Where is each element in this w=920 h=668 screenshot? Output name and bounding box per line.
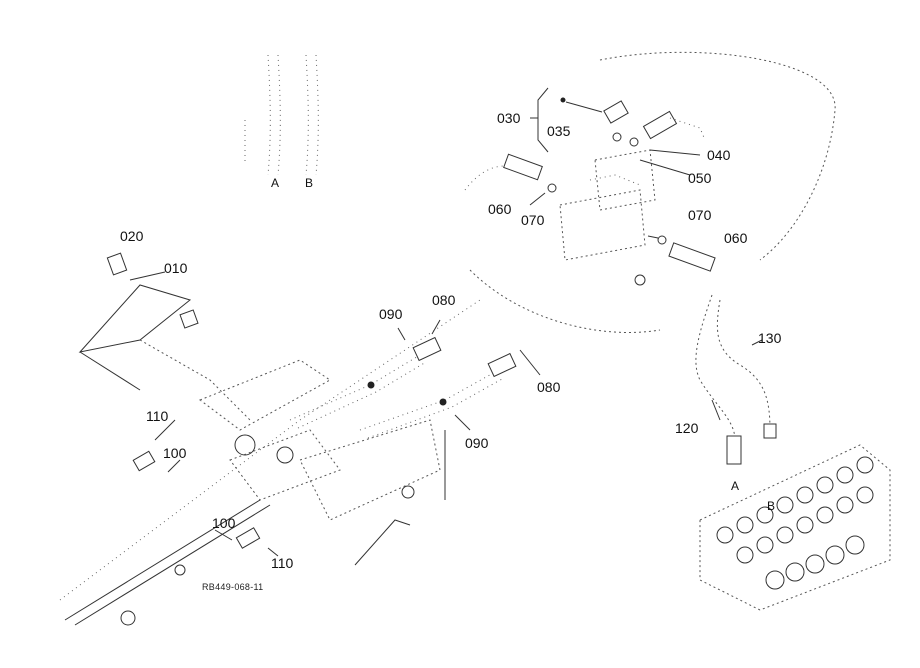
callout-130: 130 bbox=[758, 330, 782, 346]
part-020 bbox=[106, 252, 128, 276]
boom-pin bbox=[401, 485, 415, 499]
leader bbox=[267, 547, 279, 557]
frame-bracket bbox=[139, 339, 251, 421]
fitting-120 bbox=[726, 435, 742, 465]
o-ring-070-left bbox=[547, 183, 557, 193]
leader bbox=[431, 319, 441, 335]
rod-end bbox=[174, 564, 186, 576]
hose-090-upper bbox=[297, 361, 427, 429]
rod-end bbox=[120, 610, 136, 626]
leader bbox=[565, 101, 603, 113]
cylinder-body bbox=[198, 359, 331, 431]
hose-120 bbox=[695, 294, 736, 441]
o-ring-040 bbox=[629, 137, 639, 147]
callout-090-lower: 090 bbox=[465, 435, 489, 451]
group-bracket bbox=[537, 87, 549, 153]
callout-070-left: 070 bbox=[521, 212, 545, 228]
callout-120: 120 bbox=[675, 420, 699, 436]
fitting-110-right bbox=[235, 527, 261, 549]
callout-080-lower: 080 bbox=[537, 379, 561, 395]
hose-a-top bbox=[267, 54, 271, 176]
port-label-a-top: A bbox=[271, 176, 280, 190]
frame-bracket bbox=[79, 351, 141, 391]
callout-035: 035 bbox=[547, 123, 571, 139]
leader bbox=[649, 149, 701, 156]
callout-010: 010 bbox=[164, 260, 188, 276]
callout-100-upper: 100 bbox=[163, 445, 187, 461]
leader bbox=[454, 414, 471, 431]
hose-090-lower bbox=[359, 371, 496, 431]
leader bbox=[639, 159, 691, 176]
callout-100-lower: 100 bbox=[212, 515, 236, 531]
fitting-top bbox=[603, 100, 629, 124]
leader bbox=[129, 271, 166, 281]
o-ring-070-right bbox=[657, 235, 667, 245]
hose-090-upper bbox=[289, 354, 421, 421]
callout-110-lower: 110 bbox=[271, 555, 294, 571]
leader bbox=[711, 399, 721, 421]
boom-arm bbox=[354, 519, 411, 566]
fitting-110-left bbox=[132, 450, 156, 472]
bolt bbox=[634, 274, 646, 286]
valve-block bbox=[589, 174, 641, 186]
hose-090-lower bbox=[367, 378, 503, 439]
hose-a-top bbox=[277, 54, 281, 176]
callout-110-upper: 110 bbox=[146, 408, 169, 424]
hose-b-top bbox=[315, 54, 319, 176]
cylinder-pivot bbox=[234, 434, 256, 456]
o-ring-035 bbox=[612, 132, 622, 142]
fitting-040 bbox=[642, 110, 678, 140]
fitting-130 bbox=[763, 423, 777, 439]
leader bbox=[647, 235, 659, 239]
port-label-a-valve: A bbox=[731, 479, 740, 493]
phantom-outline bbox=[599, 51, 836, 261]
cylinder-pivot bbox=[276, 446, 294, 464]
callout-080-upper: 080 bbox=[432, 292, 456, 308]
leader bbox=[397, 327, 406, 341]
valve-block bbox=[559, 189, 646, 261]
phantom-outline bbox=[469, 269, 661, 333]
valve-block bbox=[594, 149, 656, 211]
cylinder-rod bbox=[74, 504, 271, 626]
drawing-code: RB449-068-11 bbox=[202, 582, 264, 592]
cylinder-rod bbox=[64, 499, 261, 621]
port-label-b-top: B bbox=[305, 176, 314, 190]
leader bbox=[214, 529, 233, 541]
o-ring-090-upper bbox=[367, 381, 375, 389]
control-valve bbox=[699, 444, 891, 611]
hose-130 bbox=[716, 299, 771, 431]
phantom-outline bbox=[59, 299, 481, 601]
valve-spools bbox=[716, 456, 874, 590]
part-dot bbox=[560, 97, 566, 103]
hose-b-top bbox=[305, 54, 309, 176]
fitting-080-lower bbox=[487, 352, 517, 378]
callout-040: 040 bbox=[707, 147, 731, 163]
callout-050: 050 bbox=[688, 170, 712, 186]
leader bbox=[751, 339, 763, 346]
fitting-060-left bbox=[503, 153, 543, 181]
leader bbox=[154, 419, 176, 441]
port-label-b-valve: B bbox=[767, 499, 776, 513]
frame-bracket bbox=[78, 284, 192, 353]
callout-030: 030 bbox=[497, 110, 521, 126]
fitting-060-right bbox=[668, 242, 716, 272]
hose-040 bbox=[669, 117, 706, 141]
leader bbox=[519, 349, 541, 376]
o-ring-090-lower bbox=[439, 398, 447, 406]
cylinder-body bbox=[229, 429, 341, 501]
callout-060-left: 060 bbox=[488, 201, 512, 217]
callout-090-upper: 090 bbox=[379, 306, 403, 322]
fitting-080-upper bbox=[412, 336, 442, 362]
part-010 bbox=[179, 309, 199, 329]
leader bbox=[167, 459, 181, 473]
boom-section bbox=[299, 419, 441, 521]
callout-060-right: 060 bbox=[724, 230, 748, 246]
callout-020: 020 bbox=[120, 228, 144, 244]
leader bbox=[529, 192, 546, 206]
callout-070-right: 070 bbox=[688, 207, 712, 223]
